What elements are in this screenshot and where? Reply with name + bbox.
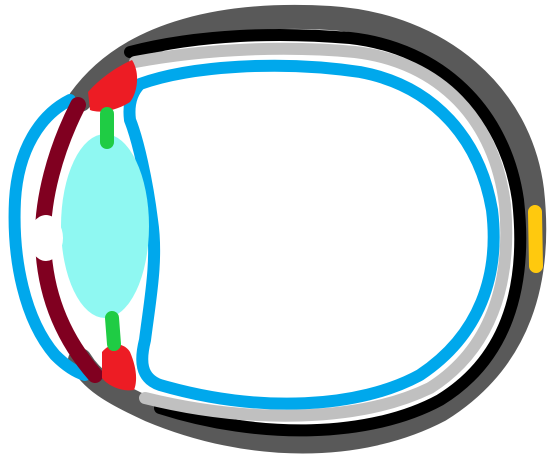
lens: [61, 134, 149, 318]
inner-outline: [123, 59, 500, 410]
ciliary-body-top: [88, 60, 138, 112]
optic-spot: [528, 205, 543, 273]
gray-layer: [129, 42, 513, 422]
cornea: [8, 94, 91, 381]
pupil: [29, 215, 63, 261]
ciliary-body-bottom: [102, 344, 137, 391]
black-layer: [124, 28, 527, 437]
suspensory-ligament-bottom: [105, 311, 121, 351]
